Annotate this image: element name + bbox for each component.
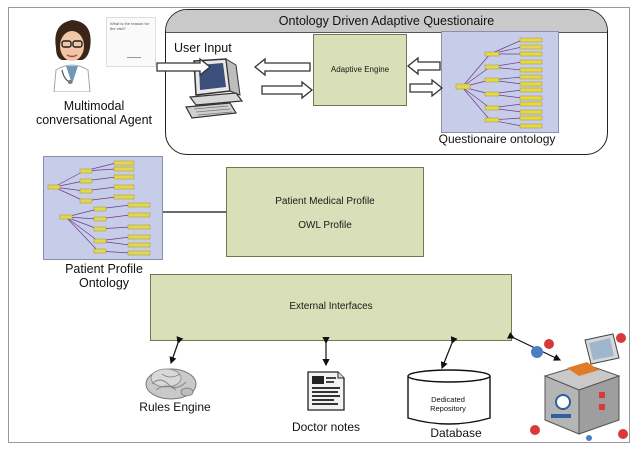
rules-engine-arrow [169,336,184,365]
database-cylinder-icon [406,368,492,428]
main-box-title-bar: Ontology Driven Adaptive Questionaire [166,10,607,33]
adaptive-engine-box: Adaptive Engine [313,34,407,106]
main-box-title: Ontology Driven Adaptive Questionaire [278,14,495,28]
questionaire-ontology-image [441,31,559,133]
database-inner-label: Dedicated Repository [412,395,484,413]
medical-profile-line2: OWL Profile [298,220,352,231]
adaptive-engine-label: Adaptive Engine [330,65,390,74]
rules-engine-label: Rules Engine [139,400,211,414]
agent-screen-line [127,57,141,58]
agent-screen-text: What is the reason for the visit? [110,21,150,31]
outer-frame [8,7,630,443]
medical-profile-line1: Patient Medical Profile [275,196,375,207]
engine-to-computer-arrow [253,57,311,77]
patient-profile-ontology-image [43,156,163,260]
document-icon [306,370,346,412]
ontology-to-engine-arrow [406,56,441,76]
patient-profile-ontology-line1: Patient Profile [65,262,143,276]
doctor-notes-label: Doctor notes [291,420,361,434]
computer-to-engine-arrow [261,80,314,100]
questionaire-ontology-label: Questionaire ontology [438,132,556,146]
patient-medical-profile-box: Patient Medical Profile OWL Profile [226,167,424,257]
external-interfaces-label: External Interfaces [289,301,373,312]
engine-to-ontology-arrow [409,78,444,98]
database-arrow [440,336,458,370]
patient-profile-ontology-line2: Ontology [78,276,130,291]
openehr-robot-icon [527,330,631,443]
database-inner-line1: Dedicated [431,395,465,404]
agent-label: Multimodal conversational Agent [14,99,174,128]
agent-screen: What is the reason for the visit? [106,17,156,67]
doctor-avatar-icon [42,14,102,92]
block-arrows [156,56,444,100]
agent-to-computer-arrow [156,57,212,77]
patient-profile-ontology-label: Patient Profile Ontology [40,262,168,291]
external-interfaces-box: External Interfaces [150,274,512,341]
database-label: Database [430,426,482,440]
brain-icon [142,362,200,402]
agent-label-line1: Multimodal [63,99,125,113]
user-input-label: User Input [174,41,232,55]
database-inner-line2: Repository [430,403,466,413]
agent-label-line2: conversational Agent [35,113,153,128]
